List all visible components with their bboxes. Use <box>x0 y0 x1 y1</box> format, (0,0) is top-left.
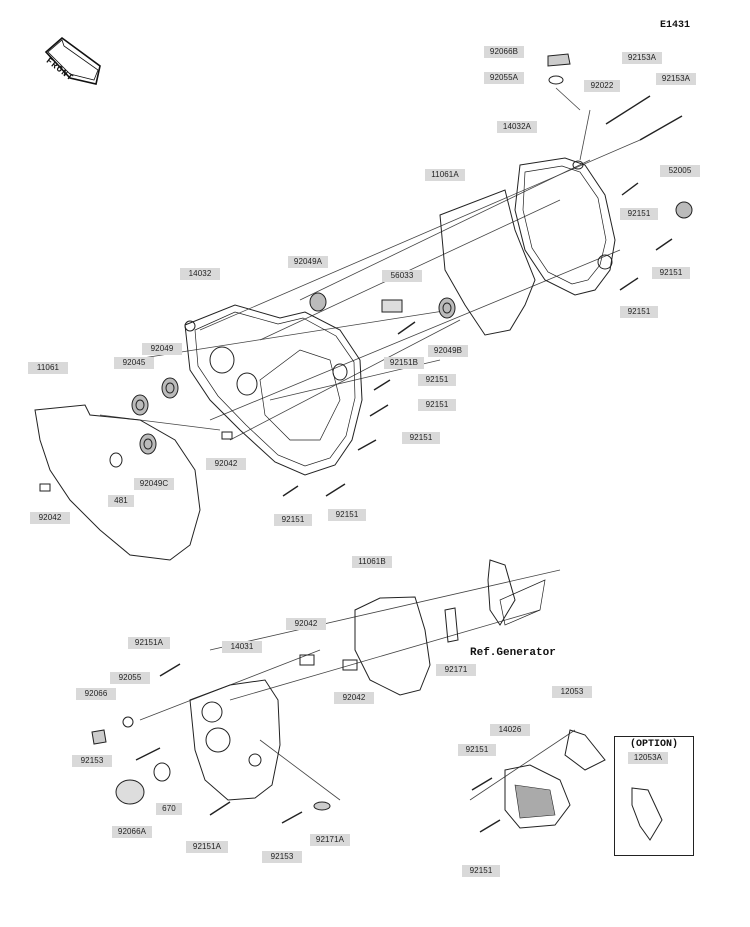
part-label-14026[interactable]: 14026 <box>490 724 530 736</box>
part-label-92049[interactable]: 92049 <box>142 343 182 355</box>
outer-cover-14032a <box>514 157 616 296</box>
bolts-lower <box>135 663 501 833</box>
part-label-92049c[interactable]: 92049C <box>134 478 174 490</box>
part-label-92055[interactable]: 92055 <box>110 672 150 684</box>
part-label-92042-m[interactable]: 92042 <box>206 458 246 470</box>
part-label-14032a[interactable]: 14032A <box>497 121 537 133</box>
part-label-92153[interactable]: 92153 <box>72 755 112 767</box>
part-label-11061a[interactable]: 11061A <box>425 169 465 181</box>
lower-small-parts <box>91 654 358 811</box>
part-label-92066[interactable]: 92066 <box>76 688 116 700</box>
part-label-92151-m3[interactable]: 92151 <box>402 432 440 444</box>
part-label-92151a-t[interactable]: 92151A <box>128 637 170 649</box>
part-label-92151-r2[interactable]: 92151 <box>652 267 690 279</box>
part-label-12053a[interactable]: 12053A <box>628 752 668 764</box>
part-label-92066a[interactable]: 92066A <box>112 826 152 838</box>
part-label-92151-m2[interactable]: 92151 <box>418 399 456 411</box>
part-label-92151b[interactable]: 92151B <box>384 357 424 369</box>
part-label-92045[interactable]: 92045 <box>114 357 154 369</box>
part-label-92151-b1[interactable]: 92151 <box>274 514 312 526</box>
part-label-670[interactable]: 670 <box>156 803 182 815</box>
generator-cover-14031 <box>189 679 281 801</box>
part-label-92171a[interactable]: 92171A <box>310 834 350 846</box>
part-label-14032[interactable]: 14032 <box>180 268 220 280</box>
part-label-14031[interactable]: 14031 <box>222 641 262 653</box>
part-label-52005[interactable]: 52005 <box>660 165 700 177</box>
part-label-92042-l[interactable]: 92042 <box>30 512 70 524</box>
part-label-11061[interactable]: 11061 <box>28 362 68 374</box>
part-label-12053[interactable]: 12053 <box>552 686 592 698</box>
gasket-11061b <box>354 596 431 696</box>
part-label-92153a-1[interactable]: 92153A <box>622 52 662 64</box>
option-box: (OPTION) <box>614 736 694 856</box>
part-label-92042-lb[interactable]: 92042 <box>334 692 374 704</box>
part-label-92171[interactable]: 92171 <box>436 664 476 676</box>
part-label-92049b[interactable]: 92049B <box>428 345 468 357</box>
generator-bracket <box>444 559 546 643</box>
part-label-92151-s1[interactable]: 92151 <box>458 744 496 756</box>
ref-generator-link[interactable]: Ref.Generator <box>470 647 556 659</box>
bolts-upper <box>282 95 683 497</box>
part-label-92049a[interactable]: 92049A <box>288 256 328 268</box>
part-label-92153-b[interactable]: 92153 <box>262 851 302 863</box>
part-label-92153a-2[interactable]: 92153A <box>656 73 696 85</box>
option-guard-12053a <box>631 787 663 841</box>
part-label-56033[interactable]: 56033 <box>382 270 422 282</box>
part-label-92151-m1[interactable]: 92151 <box>418 374 456 386</box>
part-label-11061b[interactable]: 11061B <box>352 556 392 568</box>
diagram-code: E1431 <box>660 20 691 31</box>
gasket-11061 <box>34 404 201 561</box>
clutch-cover-14032 <box>184 304 363 476</box>
part-label-92151a-b[interactable]: 92151A <box>186 841 228 853</box>
part-label-92151-s2[interactable]: 92151 <box>462 865 500 877</box>
part-label-92055a[interactable]: 92055A <box>484 72 524 84</box>
gasket-11061a <box>439 189 536 336</box>
part-label-481[interactable]: 481 <box>108 495 134 507</box>
part-label-92151-r3[interactable]: 92151 <box>620 306 658 318</box>
part-label-92151-r1[interactable]: 92151 <box>620 208 658 220</box>
sprocket-cover-14026 <box>504 729 606 829</box>
part-label-92066b[interactable]: 92066B <box>484 46 524 58</box>
front-arrow-icon <box>44 36 101 85</box>
option-title: (OPTION) <box>629 739 678 750</box>
part-label-92151-b2[interactable]: 92151 <box>328 509 366 521</box>
part-label-92022[interactable]: 92022 <box>584 80 620 92</box>
seals-upper <box>39 53 693 492</box>
part-label-92042-lt[interactable]: 92042 <box>286 618 326 630</box>
